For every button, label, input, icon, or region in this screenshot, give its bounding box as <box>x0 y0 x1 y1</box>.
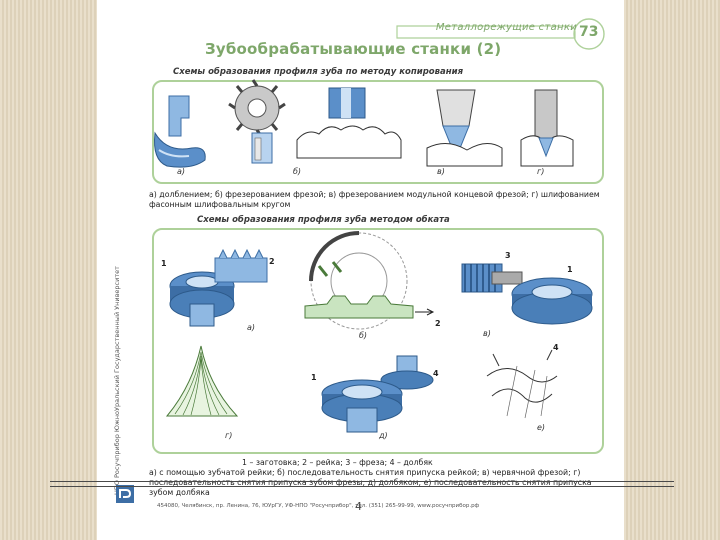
copying-subtitle: Схемы образования профиля зуба по методу… <box>173 67 464 77</box>
section-title: Металлорежущие станки <box>435 22 577 33</box>
copy-label-a: а) <box>177 167 185 176</box>
rolling-subtitle: Схемы образования профиля зуба методом о… <box>197 215 450 225</box>
fig-c-num-1: 1 <box>567 265 573 274</box>
rolling-figure-frame <box>152 228 604 454</box>
fig-f-num-4: 4 <box>553 343 559 352</box>
rolling-illustrations: 2 1 а) 2 б) 3 1 в) <box>161 231 593 440</box>
copying-fig-b <box>228 79 286 164</box>
copy-label-b: б) <box>293 167 301 176</box>
fig-e-num-1: 1 <box>311 373 317 382</box>
rolling-caption: а) с помощью зубчатой рейки; б) последов… <box>149 468 592 497</box>
publisher-logo-icon <box>116 485 134 503</box>
copying-fig-c <box>296 87 402 159</box>
fig-c-num-3: 3 <box>505 251 511 260</box>
vertical-side-text: НПО Росучприбор ЮжноУральский Государств… <box>113 266 121 495</box>
left-decor-strip <box>0 0 97 540</box>
roll-label-d: г) <box>225 431 232 440</box>
fig-e-num-4: 4 <box>433 369 439 378</box>
rolling-fig-f <box>486 349 558 419</box>
fig-a-num-1: 2 <box>269 257 275 266</box>
publisher-footer: 454080, Челябинск, пр. Ленина, 76, ЮУрГУ… <box>157 503 480 509</box>
slide-number: 4 <box>355 500 362 513</box>
roll-label-f: е) <box>537 423 545 432</box>
page-number: 73 <box>579 24 599 40</box>
roll-label-a: а) <box>247 323 255 332</box>
copy-label-d: г) <box>537 167 544 176</box>
book-page: Металлорежущие станки 73 Зубообрабатываю… <box>97 0 624 540</box>
rolling-legend: 1 – заготовка; 2 – рейка; 3 – фреза; 4 –… <box>242 458 433 467</box>
roll-label-b: б) <box>359 331 367 340</box>
fig-b-num-2: 2 <box>435 319 441 328</box>
copying-caption: а) долблением; б) фрезерованием фрезой; … <box>149 190 600 209</box>
header-banner <box>396 18 605 50</box>
fig-a-num-2: 1 <box>161 259 167 268</box>
rolling-fig-e <box>321 355 434 433</box>
right-decor-strip <box>624 0 720 540</box>
copying-illustrations: а) б) в) г) <box>154 79 574 176</box>
roll-label-c: в) <box>483 329 491 338</box>
copying-fig-a <box>154 95 206 168</box>
rolling-fig-b <box>304 231 435 330</box>
rolling-fig-d <box>165 345 239 417</box>
roll-label-e: д) <box>378 431 388 440</box>
copy-label-c: в) <box>437 167 445 176</box>
rolling-fig-c <box>461 263 593 325</box>
page-title: Зубообрабатывающие станки (2) <box>205 40 502 58</box>
rolling-fig-a <box>169 248 268 327</box>
copying-figure-frame <box>152 80 604 184</box>
copying-fig-d <box>426 89 574 167</box>
